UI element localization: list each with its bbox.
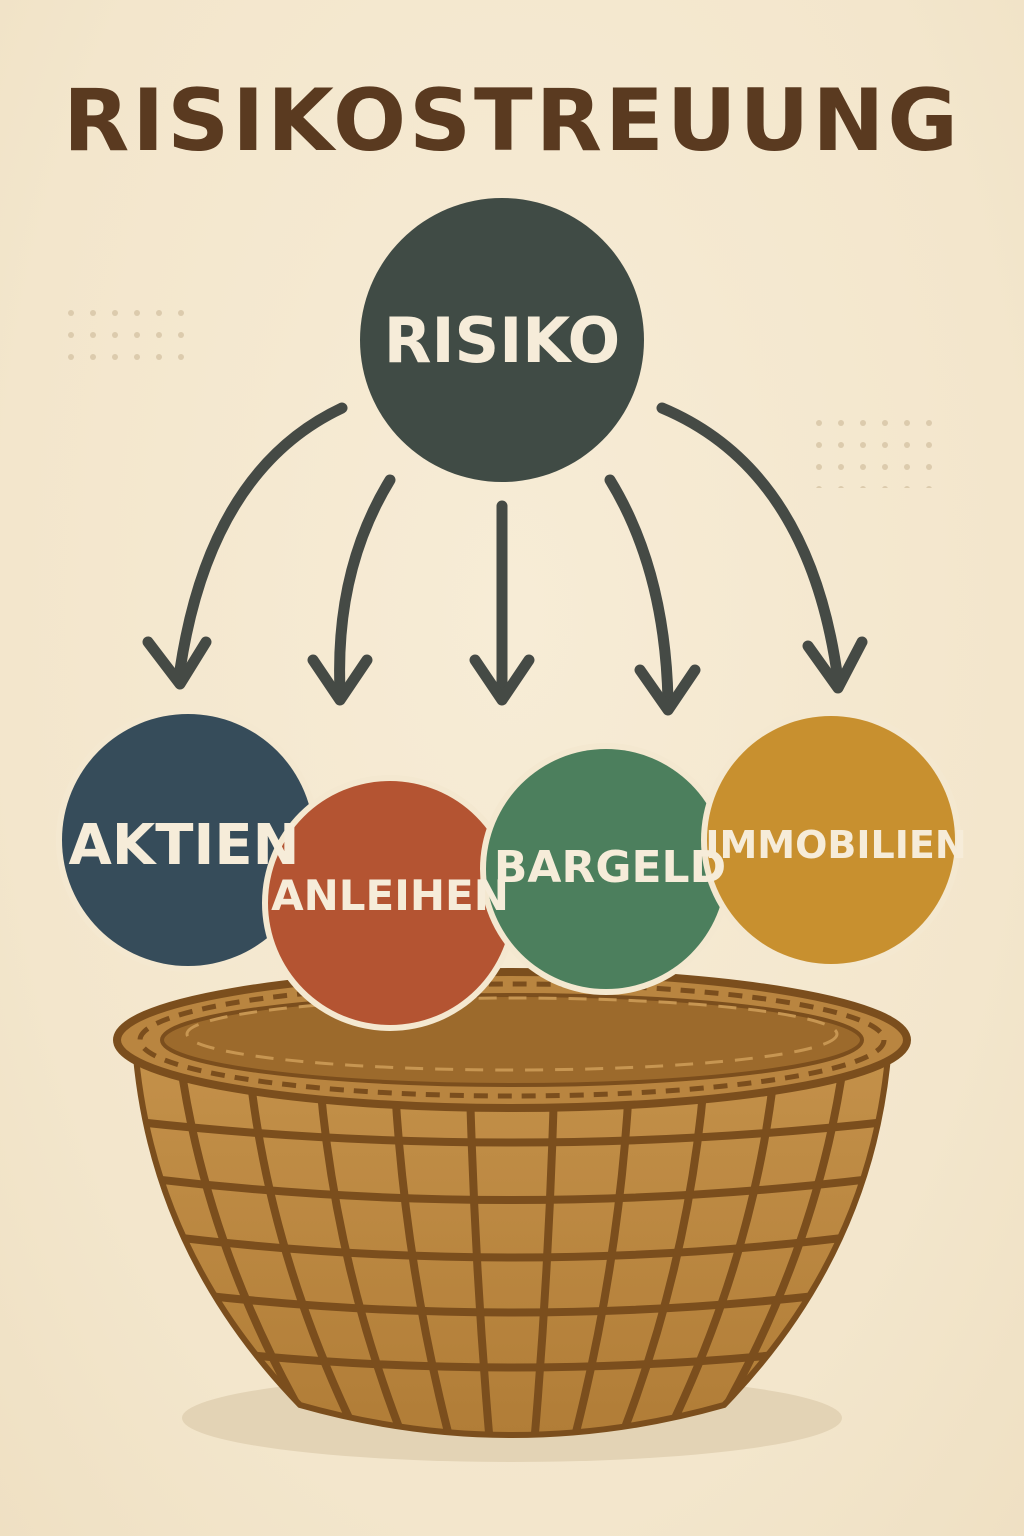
asset-label-immobilien: IMMOBILIEN [705, 823, 966, 867]
asset-circle-anleihen [268, 781, 512, 1025]
arrow-to-immobilien [656, 402, 868, 694]
arrow-to-immobilien-inner [604, 474, 701, 716]
risk-node [360, 198, 644, 482]
wicker-basket [113, 968, 911, 1438]
asset-group [56, 708, 961, 1031]
arrow-to-anleihen [307, 474, 396, 706]
asset-circle-aktien [62, 714, 314, 966]
arrow-to-aktien [142, 402, 348, 690]
basket-weave [135, 1056, 889, 1435]
page-title: RISIKOSTREUUNG [63, 71, 961, 171]
asset-circle-immobilien [707, 716, 955, 964]
asset-label-aktien: AKTIEN [69, 813, 300, 878]
asset-label-anleihen: ANLEIHEN [271, 871, 509, 920]
dot-grid-right [806, 410, 938, 488]
dot-grid-left [64, 298, 196, 376]
basket-inner-weave [185, 996, 839, 1072]
asset-label-bargeld: BARGELD [494, 842, 726, 893]
risk-label: RISIKO [384, 304, 621, 377]
asset-circle-bargeld [486, 749, 726, 989]
arrow-group [142, 402, 868, 716]
basket-rim-braid [137, 981, 887, 1099]
arrow-to-bargeld [469, 500, 535, 706]
basket-inner [160, 993, 864, 1087]
